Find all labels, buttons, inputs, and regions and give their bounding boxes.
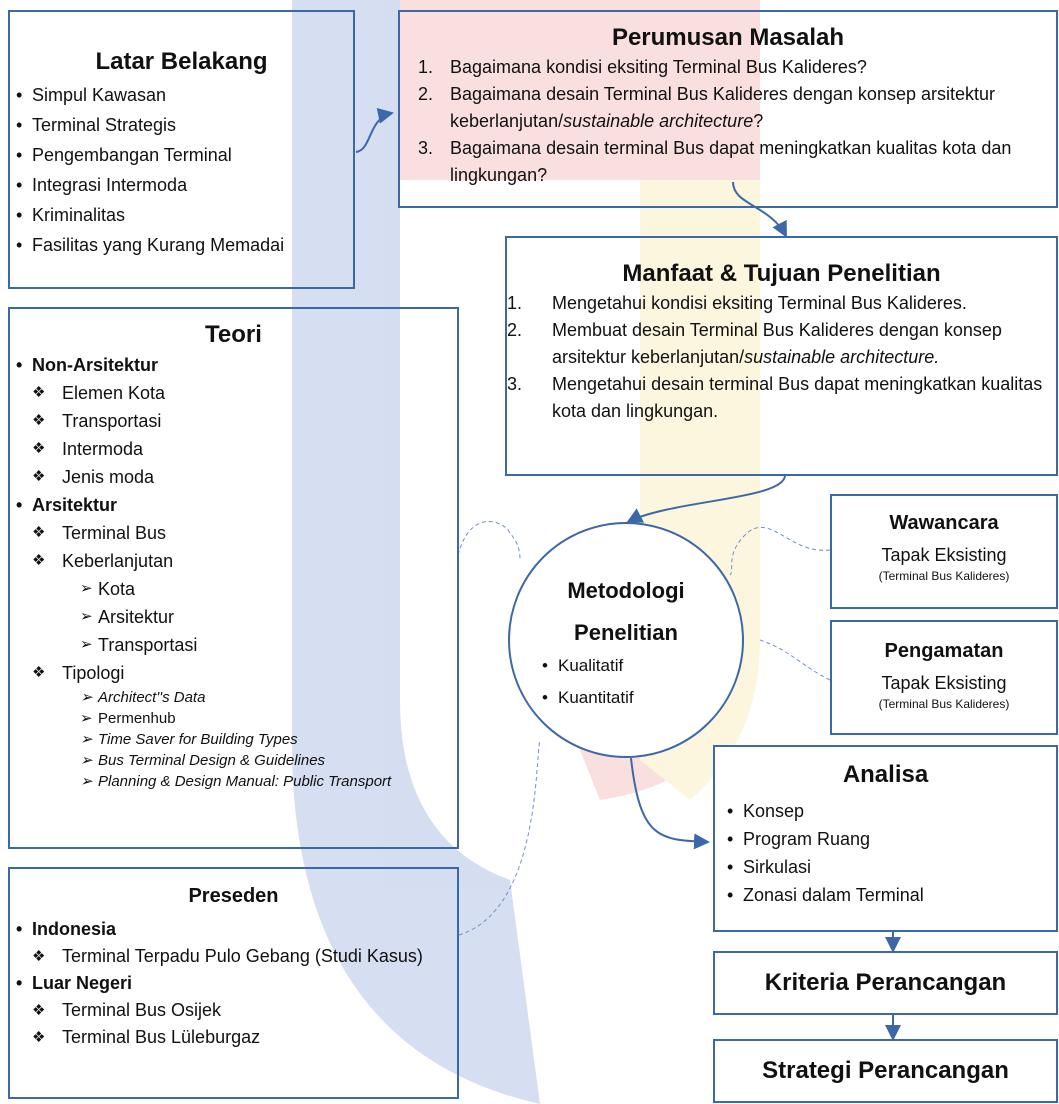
- pengamatan-title: Pengamatan: [884, 640, 1004, 662]
- sub-list-item: Kota: [10, 575, 457, 603]
- metodologi-title-line2: Penelitian: [574, 620, 678, 645]
- item-text: Mengetahui desain terminal Bus dapat men…: [552, 374, 1043, 421]
- metodologi-title-line1: Metodologi: [567, 578, 685, 603]
- analisa-box: Analisa Konsep Program Ruang Sirkulasi Z…: [713, 745, 1058, 932]
- pengamatan-box: Pengamatan Tapak Eksisting (Terminal Bus…: [830, 620, 1058, 735]
- list-item: 1. Mengetahui kondisi eksiting Terminal …: [507, 290, 1048, 317]
- perumusan-masalah-list: 1. Bagaimana kondisi eksiting Terminal B…: [400, 54, 1056, 189]
- latar-belakang-title: Latar Belakang: [95, 48, 268, 75]
- wawancara-title: Wawancara: [889, 512, 999, 534]
- preseden-title: Preseden: [188, 885, 279, 907]
- list-item: Tipologi: [10, 659, 457, 687]
- item-number: 1.: [507, 293, 523, 313]
- list-item: Kualitatif: [536, 650, 742, 682]
- item-number: 3.: [418, 138, 434, 158]
- list-item: 3. Bagaimana desain terminal Bus dapat m…: [418, 135, 1036, 189]
- list-item: Zonasi dalam Terminal: [721, 881, 1056, 909]
- item-number: 3.: [507, 374, 523, 394]
- sub-list-item: Arsitektur: [10, 603, 457, 631]
- metodologi-circle: Metodologi Penelitian Kualitatif Kuantit…: [508, 522, 744, 758]
- list-item: Intermoda: [10, 435, 457, 463]
- item-number: 1.: [418, 57, 434, 77]
- metodologi-list: Kualitatif Kuantitatif: [510, 650, 742, 714]
- sub-list-item: Planning & Design Manual: Public Transpo…: [10, 771, 457, 792]
- list-item: 1. Bagaimana kondisi eksiting Terminal B…: [418, 54, 1036, 81]
- strategi-perancangan-title: Strategi Perancangan: [762, 1057, 1009, 1084]
- manfaat-tujuan-box: Manfaat & Tujuan Penelitian 1. Mengetahu…: [505, 236, 1058, 476]
- sub-list-item: Transportasi: [10, 631, 457, 659]
- list-item: Terminal Bus Osijek: [10, 997, 457, 1024]
- pengamatan-sub: (Terminal Bus Kalideres): [878, 697, 1010, 711]
- wawancara-line: Tapak Eksisting: [881, 545, 1007, 565]
- perumusan-masalah-title: Perumusan Masalah: [611, 24, 845, 51]
- item-text: Membuat desain Terminal Bus Kalideres de…: [552, 320, 1002, 367]
- item-text: Bagaimana desain terminal Bus dapat meni…: [450, 138, 1012, 185]
- item-text: Bagaimana desain Terminal Bus Kalideres …: [450, 84, 995, 131]
- manfaat-tujuan-title: Manfaat & Tujuan Penelitian: [622, 260, 941, 287]
- analisa-list: Konsep Program Ruang Sirkulasi Zonasi da…: [715, 797, 1056, 909]
- teori-title: Teori: [205, 321, 262, 348]
- kriteria-perancangan-title: Kriteria Perancangan: [764, 969, 1007, 996]
- sub-list-item: Architect''s Data: [10, 687, 457, 708]
- sub-list-item: Time Saver for Building Types: [10, 729, 457, 750]
- list-item: Simpul Kawasan: [10, 80, 353, 110]
- list-item: Terminal Bus Lüleburgaz: [10, 1024, 457, 1051]
- item-text-italic: sustainable architecture.: [744, 347, 940, 367]
- list-item: Terminal Strategis: [10, 110, 353, 140]
- list-item: Konsep: [721, 797, 1056, 825]
- list-item: Elemen Kota: [10, 379, 457, 407]
- sub-list-item: Bus Terminal Design & Guidelines: [10, 750, 457, 771]
- arsitektur-label: Arsitektur: [10, 491, 457, 519]
- list-item: Program Ruang: [721, 825, 1056, 853]
- list-item: Transportasi: [10, 407, 457, 435]
- list-item: Keberlanjutan: [10, 547, 457, 575]
- list-item: Kuantitatif: [536, 682, 742, 714]
- item-text-end: ?: [753, 111, 764, 131]
- manfaat-tujuan-list: 1. Mengetahui kondisi eksiting Terminal …: [507, 290, 1056, 425]
- item-text-italic: sustainable architecture: [563, 111, 754, 131]
- item-number: 2.: [418, 84, 434, 104]
- item-text: Bagaimana kondisi eksiting Terminal Bus …: [450, 57, 867, 77]
- item-text: Mengetahui kondisi eksiting Terminal Bus…: [552, 293, 967, 313]
- list-item: Fasilitas yang Kurang Memadai: [10, 230, 353, 260]
- preseden-box: Preseden Indonesia Terminal Terpadu Pulo…: [8, 867, 459, 1099]
- latar-belakang-list: Simpul Kawasan Terminal Strategis Pengem…: [10, 80, 353, 260]
- list-item: 2. Bagaimana desain Terminal Bus Kalider…: [418, 81, 1036, 135]
- list-item: Kriminalitas: [10, 200, 353, 230]
- wawancara-box: Wawancara Tapak Eksisting (Terminal Bus …: [830, 494, 1058, 609]
- strategi-perancangan-box: Strategi Perancangan: [713, 1039, 1058, 1103]
- pengamatan-line: Tapak Eksisting: [881, 673, 1007, 693]
- teori-content: Non-Arsitektur Elemen Kota Transportasi …: [10, 351, 457, 792]
- list-item: 3. Mengetahui desain terminal Bus dapat …: [507, 371, 1048, 425]
- list-item: Jenis moda: [10, 463, 457, 491]
- list-item: Pengembangan Terminal: [10, 140, 353, 170]
- kriteria-perancangan-box: Kriteria Perancangan: [713, 951, 1058, 1015]
- analisa-title: Analisa: [842, 761, 929, 788]
- non-arsitektur-label: Non-Arsitektur: [10, 351, 457, 379]
- latar-belakang-box: Latar Belakang Simpul Kawasan Terminal S…: [8, 10, 355, 289]
- item-number: 2.: [507, 320, 523, 340]
- list-item: Terminal Terpadu Pulo Gebang (Studi Kasu…: [10, 943, 457, 970]
- list-item: Integrasi Intermoda: [10, 170, 353, 200]
- indonesia-label: Indonesia: [10, 916, 457, 943]
- luar-negeri-label: Luar Negeri: [10, 970, 457, 997]
- list-item: 2. Membuat desain Terminal Bus Kalideres…: [507, 317, 1048, 371]
- list-item: Terminal Bus: [10, 519, 457, 547]
- teori-box: Teori Non-Arsitektur Elemen Kota Transpo…: [8, 307, 459, 849]
- sub-list-item: Permenhub: [10, 708, 457, 729]
- preseden-content: Indonesia Terminal Terpadu Pulo Gebang (…: [10, 916, 457, 1051]
- perumusan-masalah-box: Perumusan Masalah 1. Bagaimana kondisi e…: [398, 10, 1058, 208]
- list-item: Sirkulasi: [721, 853, 1056, 881]
- wawancara-sub: (Terminal Bus Kalideres): [878, 569, 1010, 583]
